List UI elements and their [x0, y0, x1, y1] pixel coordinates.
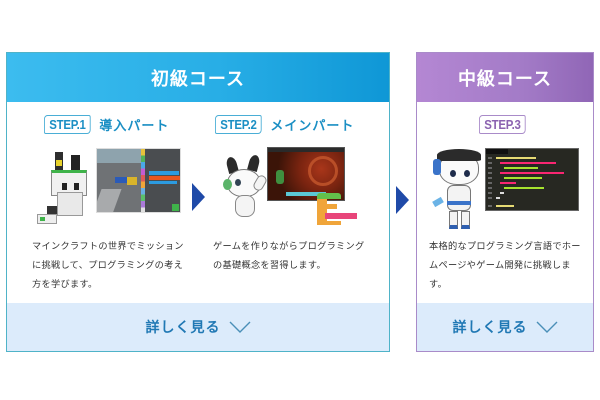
step-2-description: ゲームを作りながらプログラミングの基礎概念を習得します。 [213, 241, 365, 271]
more-button-label: 詳しく見る [452, 320, 528, 336]
course-title: 初級コース [150, 68, 246, 90]
course-title: 中級コース [457, 68, 553, 90]
beginner-illustrations [7, 147, 391, 237]
code-blocks-image [315, 193, 357, 227]
code-editor-screenshot-image [485, 148, 579, 211]
intermediate-illustrations [417, 147, 595, 237]
beginner-course-header: 初級コース [7, 53, 389, 102]
step-title: メインパート [270, 119, 355, 134]
step-badge: STEP.3 [479, 115, 526, 134]
step-2-heading: STEP.2 メインパート [215, 115, 354, 134]
step-badge: STEP.1 [44, 115, 91, 134]
blocky-character-image [37, 152, 99, 230]
step-title: 導入パート [99, 119, 170, 134]
robot-character-image [432, 149, 493, 235]
minecraft-screenshot-image [96, 148, 181, 213]
step-3-heading: STEP.3 [479, 115, 532, 134]
chevron-down-icon [229, 321, 250, 333]
beginner-course-card: 初級コース STEP.1 導入パート STEP.2 メインパート [6, 52, 390, 352]
more-button-label: 詳しく見る [145, 320, 221, 336]
step-badge: STEP.2 [215, 115, 262, 134]
intermediate-more-button[interactable]: 詳しく見る [417, 303, 593, 351]
beginner-more-button[interactable]: 詳しく見る [7, 303, 389, 351]
intermediate-course-card: 中級コース STEP.3 本格的なプログラミング言語でホーム [416, 52, 594, 352]
game-screenshot-image [267, 147, 345, 201]
step-1-description: マインクラフトの世界でミッションに挑戦して、プログラミングの考え方を学びます。 [32, 241, 184, 290]
cat-robot-character-image [221, 153, 269, 225]
chevron-down-icon [536, 321, 557, 333]
step-1-heading: STEP.1 導入パート [44, 115, 169, 134]
arrow-right-icon [192, 183, 205, 211]
intermediate-course-header: 中級コース [417, 53, 593, 102]
step-3-description: 本格的なプログラミング言語でホームページやゲーム開発に挑戦します。 [429, 241, 581, 290]
arrow-right-icon [396, 186, 409, 214]
